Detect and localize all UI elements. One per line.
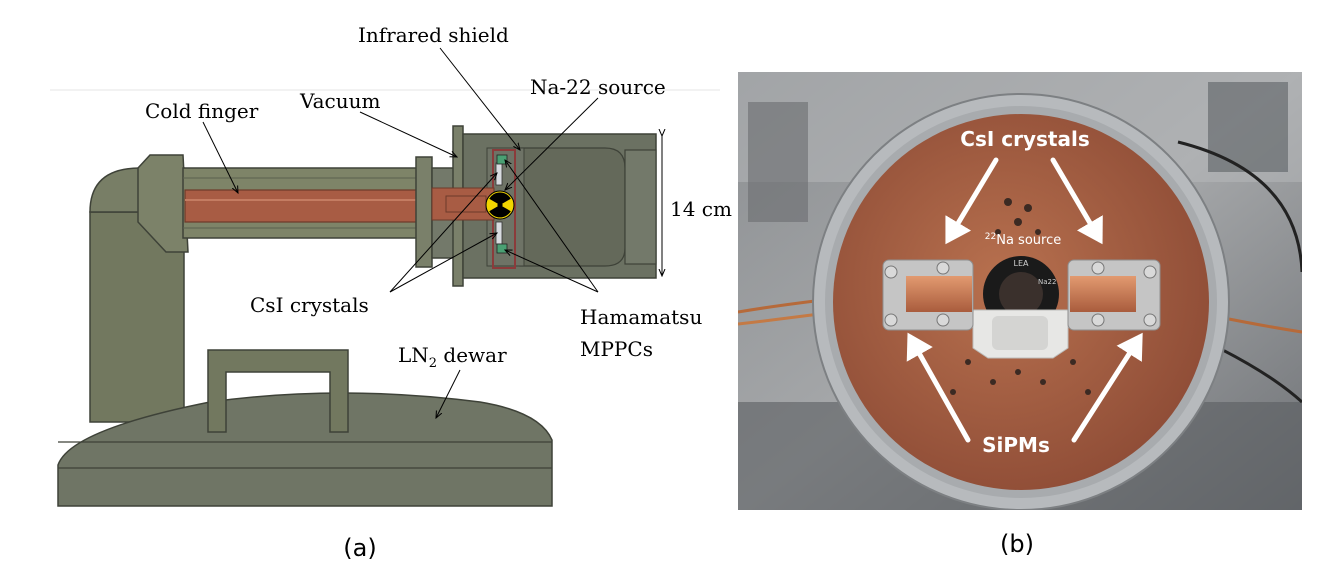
caption-a: (a) bbox=[343, 534, 376, 562]
label-vacuum: Vacuum bbox=[299, 89, 380, 113]
photo-label-sipms: SiPMs bbox=[982, 433, 1050, 457]
photo-label-na-source: 22Na source bbox=[985, 232, 1061, 248]
left-crystal-assembly bbox=[882, 259, 974, 331]
photo-panel: LEA Na22 Cs bbox=[738, 72, 1302, 510]
holder-lea-text: LEA bbox=[1014, 259, 1030, 268]
leader-lines bbox=[202, 47, 599, 418]
photo-drawing: LEA Na22 Cs bbox=[738, 72, 1302, 510]
label-hamamatsu: Hamamatsu bbox=[580, 305, 702, 329]
photo-label-csi-crystals: CsI crystals bbox=[960, 127, 1089, 151]
ln2-prefix: LN bbox=[398, 343, 429, 367]
ln2-suffix: dewar bbox=[437, 343, 507, 367]
annotation-arrows bbox=[906, 157, 1143, 443]
schematic-panel: Infrared shield Na-22 source Cold finger… bbox=[50, 23, 732, 562]
label-na22-source: Na-22 source bbox=[530, 75, 666, 99]
label-csi-crystals: CsI crystals bbox=[250, 293, 369, 317]
ln2-dewar bbox=[57, 349, 553, 507]
right-crystal-assembly bbox=[1067, 259, 1161, 331]
label-mppcs: MPPCs bbox=[580, 337, 653, 361]
label-cold-finger: Cold finger bbox=[145, 99, 259, 123]
label-ln2-dewar: LN2 dewar bbox=[398, 343, 507, 371]
label-infrared-shield: Infrared shield bbox=[358, 23, 509, 47]
schematic-drawing: Infrared shield Na-22 source Cold finger… bbox=[50, 23, 732, 562]
na-source-text: Na source bbox=[996, 233, 1061, 248]
caption-b: (b) bbox=[1000, 530, 1034, 558]
elbow-flange bbox=[137, 154, 189, 253]
label-dimension: 14 cm bbox=[670, 197, 732, 221]
holder-na-text: Na22 bbox=[1038, 278, 1056, 286]
na-source-superscript: 22 bbox=[985, 232, 996, 242]
radiation-source-icon bbox=[485, 190, 515, 220]
ln2-subscript: 2 bbox=[429, 356, 437, 371]
plate-holes bbox=[950, 198, 1091, 395]
